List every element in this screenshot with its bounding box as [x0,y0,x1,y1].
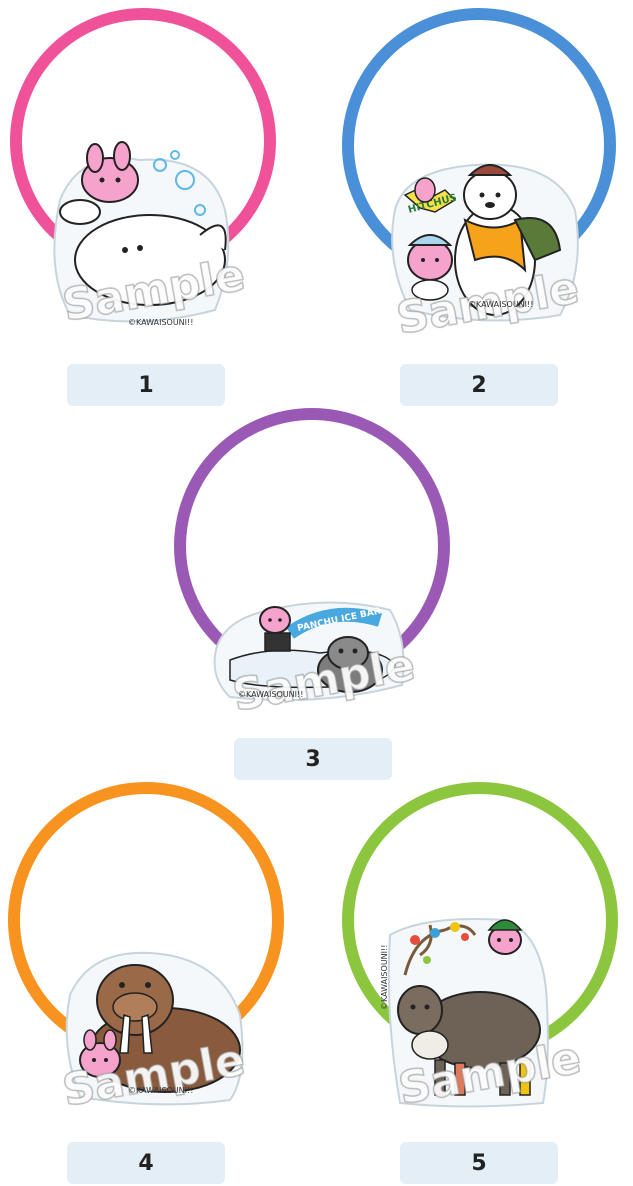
copyright-text: ©KAWAISOUNI!! [238,690,304,699]
product-number-label-2: 2 [400,364,558,406]
copyright-text: ©KAWAISOUNI!! [128,318,194,327]
copyright-text: ©KAWAISOUNI!! [380,944,389,1010]
reindeer-charm-icon [385,915,555,1110]
product-number-label-1: 1 [67,364,225,406]
product-number-label-3: 3 [234,738,392,780]
product-number-label-5: 5 [400,1142,558,1184]
copyright-text: ©KAWAISOUNI!! [128,1086,194,1095]
beluga-charm-icon [40,140,240,330]
polar-bear-charm-icon: HITCHUS [385,150,585,330]
seal-charm-icon: PANCHU ICE BAR [210,585,410,710]
walrus-charm-icon [60,945,250,1110]
copyright-text: ©KAWAISOUNI!! [468,300,534,309]
product-number-label-4: 4 [67,1142,225,1184]
